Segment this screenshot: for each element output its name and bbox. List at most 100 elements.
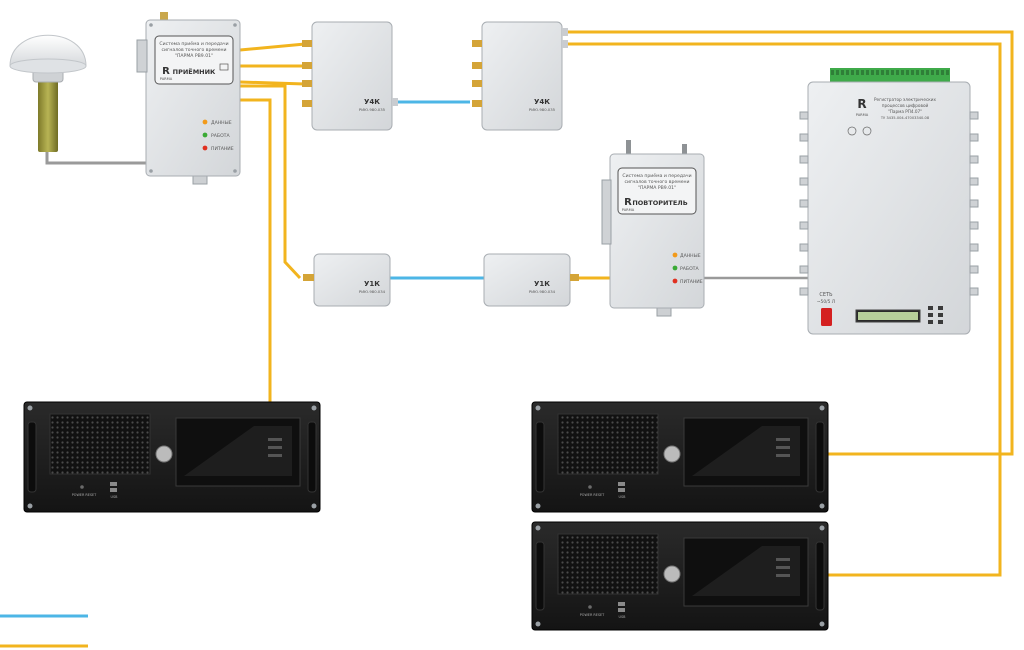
server-vent-grill bbox=[557, 413, 659, 475]
server-handle-right[interactable] bbox=[307, 421, 317, 493]
server-handle-right[interactable] bbox=[815, 541, 825, 611]
registrar-key[interactable] bbox=[928, 320, 933, 324]
registrar-right-connector bbox=[969, 243, 979, 252]
server-bay-slot bbox=[776, 438, 790, 441]
server-port-label: USB bbox=[111, 495, 119, 499]
receiver-brand: PARMA bbox=[160, 77, 173, 81]
terminal-pin bbox=[926, 70, 929, 75]
u4k2-code: РИЮ.980.035 bbox=[529, 107, 556, 112]
u4k2-connector bbox=[472, 40, 482, 47]
server-handle-left[interactable] bbox=[535, 541, 545, 611]
server-door-panel bbox=[692, 426, 800, 476]
u4k1-connector bbox=[302, 80, 312, 87]
server-bay-slot bbox=[268, 446, 282, 449]
registrar-right-connector bbox=[969, 199, 979, 208]
receiver-unit: Система приёма и передачи сигналов точно… bbox=[136, 12, 241, 185]
u1k2-enclosure bbox=[483, 253, 571, 307]
receiver-title-1: Система приёма и передачи bbox=[159, 41, 228, 47]
registrar-left-connector bbox=[799, 265, 809, 274]
receiver-cert-mark bbox=[219, 63, 229, 71]
terminal-pin bbox=[881, 70, 884, 75]
server-port-label: POWER RESET bbox=[72, 493, 97, 497]
coax-u4k2-server2 bbox=[560, 30, 1014, 456]
registrar-right-connector bbox=[969, 133, 979, 142]
receiver-title-2: сигналов точного времени bbox=[161, 48, 226, 53]
server-screw bbox=[311, 503, 317, 509]
server-screw bbox=[535, 405, 541, 411]
server-screw bbox=[819, 503, 825, 509]
terminal-pin bbox=[866, 70, 869, 75]
registrar-keypad bbox=[928, 306, 943, 324]
u4k2-port bbox=[562, 28, 568, 36]
receiver-brand-logo: R bbox=[162, 66, 170, 77]
terminal-pin bbox=[931, 70, 934, 75]
server-port-label: USB bbox=[619, 615, 627, 619]
terminal-pin bbox=[916, 70, 919, 75]
server-handle-left[interactable] bbox=[27, 421, 37, 493]
registrar-key[interactable] bbox=[938, 320, 943, 324]
registrar-key[interactable] bbox=[938, 313, 943, 317]
u1k2-code: РИЮ.980.034 bbox=[529, 289, 556, 294]
terminal-pin bbox=[836, 70, 839, 75]
u4k2-enclosure bbox=[481, 21, 563, 131]
registrar-right-connector bbox=[969, 177, 979, 186]
registrar-power-switch[interactable] bbox=[821, 308, 832, 326]
registrar-terminal-pins bbox=[831, 70, 949, 75]
server-port-label: POWER RESET bbox=[580, 613, 605, 617]
receiver-title-3: "ПАРМА РВ9.01" bbox=[175, 53, 213, 59]
server-bay-slot bbox=[776, 454, 790, 457]
registrar-display-lcd bbox=[858, 312, 918, 320]
splitter-u4k-1: У4К РИЮ.980.035 bbox=[302, 21, 398, 131]
registrar-brand-logo: R bbox=[857, 97, 866, 111]
server-usb-port[interactable] bbox=[618, 482, 625, 486]
repeater-antenna-b bbox=[682, 144, 687, 156]
registrar-left-connector bbox=[799, 199, 809, 208]
u1k1-label: У1К bbox=[364, 280, 380, 288]
server-usb-port[interactable] bbox=[618, 602, 625, 606]
server-screw bbox=[819, 405, 825, 411]
repeater-title-1: Система приёма и передачи bbox=[622, 173, 691, 179]
terminal-pin bbox=[946, 70, 949, 75]
u4k1-label: У4К bbox=[364, 98, 380, 106]
repeater-led-power-label: ПИТАНИЕ bbox=[680, 279, 703, 285]
server-usb-port[interactable] bbox=[110, 482, 117, 486]
receiver-connector-top bbox=[160, 12, 168, 22]
server-vent-grill bbox=[49, 413, 151, 475]
registrar-left-connector bbox=[799, 243, 809, 252]
server-bay-slot bbox=[776, 574, 790, 577]
terminal-pin bbox=[851, 70, 854, 75]
antenna-mast bbox=[38, 78, 58, 152]
server-screw bbox=[819, 525, 825, 531]
terminal-pin bbox=[941, 70, 944, 75]
registrar-right-connector bbox=[969, 221, 979, 230]
registrar-right-connector bbox=[969, 265, 979, 274]
registrar-left-connector bbox=[799, 177, 809, 186]
receiver-label: ПРИЁМНИК bbox=[173, 67, 216, 76]
terminal-pin bbox=[936, 70, 939, 75]
registrar-key[interactable] bbox=[928, 313, 933, 317]
server-port-label: POWER RESET bbox=[580, 493, 605, 497]
splitter-u1k-1: У1К РИЮ.980.034 bbox=[303, 253, 391, 307]
terminal-pin bbox=[856, 70, 859, 75]
server-handle-right[interactable] bbox=[815, 421, 825, 493]
repeater-brand: PARMA bbox=[622, 208, 635, 212]
server-handle-left[interactable] bbox=[535, 421, 545, 493]
registrar-title-2: процессов цифровой bbox=[882, 103, 929, 108]
registrar-right-connector bbox=[969, 155, 979, 164]
receiver-screw bbox=[233, 23, 237, 27]
server-usb-port[interactable] bbox=[110, 488, 117, 492]
receiver-screw bbox=[149, 23, 153, 27]
server-usb-port[interactable] bbox=[618, 488, 625, 492]
u4k1-enclosure bbox=[311, 21, 393, 131]
registrar-key[interactable] bbox=[928, 306, 933, 310]
server-usb-port[interactable] bbox=[618, 608, 625, 612]
receiver-led-power-label: ПИТАНИЕ bbox=[211, 146, 234, 152]
u4k1-fiber-port bbox=[392, 98, 398, 106]
repeater-side-ports bbox=[601, 179, 612, 245]
u4k1-connector bbox=[302, 40, 312, 47]
registrar-key[interactable] bbox=[938, 306, 943, 310]
u4k2-connector bbox=[472, 80, 482, 87]
server-3: POWER RESET USB bbox=[531, 521, 829, 631]
registrar-left-connector bbox=[799, 287, 809, 296]
